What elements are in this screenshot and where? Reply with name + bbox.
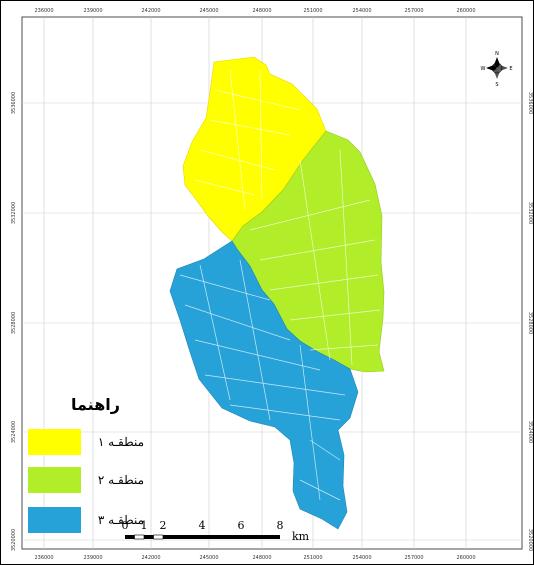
y-tick-left-2: 3532000 bbox=[11, 202, 17, 224]
y-tick-labels-right: 3536000 3532000 3528000 3524000 3520000 bbox=[527, 92, 533, 551]
y-tick-right-3: 3528000 bbox=[527, 312, 533, 334]
y-tick-right-1: 3536000 bbox=[527, 92, 533, 114]
scale-label-2: 2 bbox=[160, 519, 167, 532]
legend-swatch-region-3 bbox=[28, 507, 81, 533]
west-arrow-point bbox=[486, 65, 497, 71]
legend-label-region-2: منطقـه ۲ bbox=[98, 473, 144, 487]
compass-e-label: E bbox=[509, 66, 512, 72]
scale-label-6: 6 bbox=[238, 519, 245, 532]
x-tick-bottom-7: 254000 bbox=[352, 555, 371, 561]
north-arrow-point bbox=[494, 57, 500, 68]
street-network bbox=[179, 69, 381, 501]
x-tick-bottom-8: 257000 bbox=[404, 555, 423, 561]
south-arrow-point bbox=[494, 68, 500, 79]
scale-segment-d bbox=[153, 534, 164, 540]
x-tick-top-5: 248000 bbox=[252, 8, 271, 14]
compass-w-label: W bbox=[481, 66, 486, 72]
north-arrow-icon: N S E W bbox=[481, 51, 513, 88]
legend-swatch-region-2 bbox=[28, 467, 81, 493]
y-tick-left-3: 3528000 bbox=[11, 312, 17, 334]
region-3 bbox=[169, 240, 359, 530]
x-tick-bottom-6: 251000 bbox=[303, 555, 322, 561]
x-tick-bottom-4: 245000 bbox=[199, 555, 218, 561]
x-tick-top-3: 242000 bbox=[141, 8, 160, 14]
scale-unit: km bbox=[292, 530, 310, 543]
x-tick-labels-top: 236000 239000 242000 245000 248000 25100… bbox=[34, 8, 475, 14]
compass-ring bbox=[491, 62, 503, 74]
x-tick-bottom-2: 239000 bbox=[83, 555, 102, 561]
scale-label-4: 4 bbox=[199, 519, 206, 532]
x-tick-top-8: 257000 bbox=[404, 8, 423, 14]
x-tick-labels-bottom: 236000 239000 242000 245000 248000 25100… bbox=[34, 555, 475, 561]
east-arrow-point bbox=[497, 65, 508, 71]
y-tick-left-1: 3536000 bbox=[11, 92, 17, 114]
x-tick-bottom-3: 242000 bbox=[141, 555, 160, 561]
y-tick-left-5: 3520000 bbox=[11, 529, 17, 551]
x-tick-top-1: 236000 bbox=[34, 8, 53, 14]
scale-segment-a bbox=[125, 535, 135, 539]
legend-label-region-1: منطقـه ۱ bbox=[98, 435, 144, 449]
scale-segment-e bbox=[163, 535, 280, 539]
x-tick-bottom-9: 260000 bbox=[456, 555, 475, 561]
scale-bar: 0 1 2 4 6 8 km bbox=[122, 519, 310, 543]
y-tick-labels-left: 3536000 3532000 3528000 3524000 3520000 bbox=[11, 92, 17, 551]
legend-title: راهنما bbox=[71, 395, 120, 414]
legend: راهنما منطقـه ۱ منطقـه ۲ منطقـه ۳ bbox=[28, 395, 144, 533]
street-line bbox=[194, 69, 301, 211]
x-tick-top-6: 251000 bbox=[303, 8, 322, 14]
y-tick-right-5: 3520000 bbox=[527, 529, 533, 551]
y-tick-right-4: 3524000 bbox=[527, 421, 533, 443]
y-tick-left-4: 3524000 bbox=[11, 421, 17, 443]
street-line bbox=[249, 149, 381, 366]
street-line bbox=[179, 259, 346, 501]
scale-segment-b bbox=[134, 534, 145, 540]
legend-swatch-region-1 bbox=[28, 429, 81, 455]
compass-n-label: N bbox=[495, 51, 499, 57]
y-tick-right-2: 3532000 bbox=[527, 202, 533, 224]
x-tick-bottom-1: 236000 bbox=[34, 555, 53, 561]
legend-label-region-3: منطقـه ۳ bbox=[98, 513, 144, 527]
x-tick-bottom-5: 248000 bbox=[252, 555, 271, 561]
x-tick-top-4: 245000 bbox=[199, 8, 218, 14]
scale-segment-c bbox=[144, 535, 154, 539]
compass-s-label: S bbox=[495, 82, 498, 88]
scale-label-0: 0 bbox=[122, 519, 129, 532]
scale-label-8: 8 bbox=[277, 519, 284, 532]
x-tick-top-9: 260000 bbox=[456, 8, 475, 14]
x-tick-top-7: 254000 bbox=[352, 8, 371, 14]
x-tick-top-2: 239000 bbox=[83, 8, 102, 14]
scale-label-1: 1 bbox=[141, 519, 148, 532]
map-neatline bbox=[21, 16, 523, 550]
